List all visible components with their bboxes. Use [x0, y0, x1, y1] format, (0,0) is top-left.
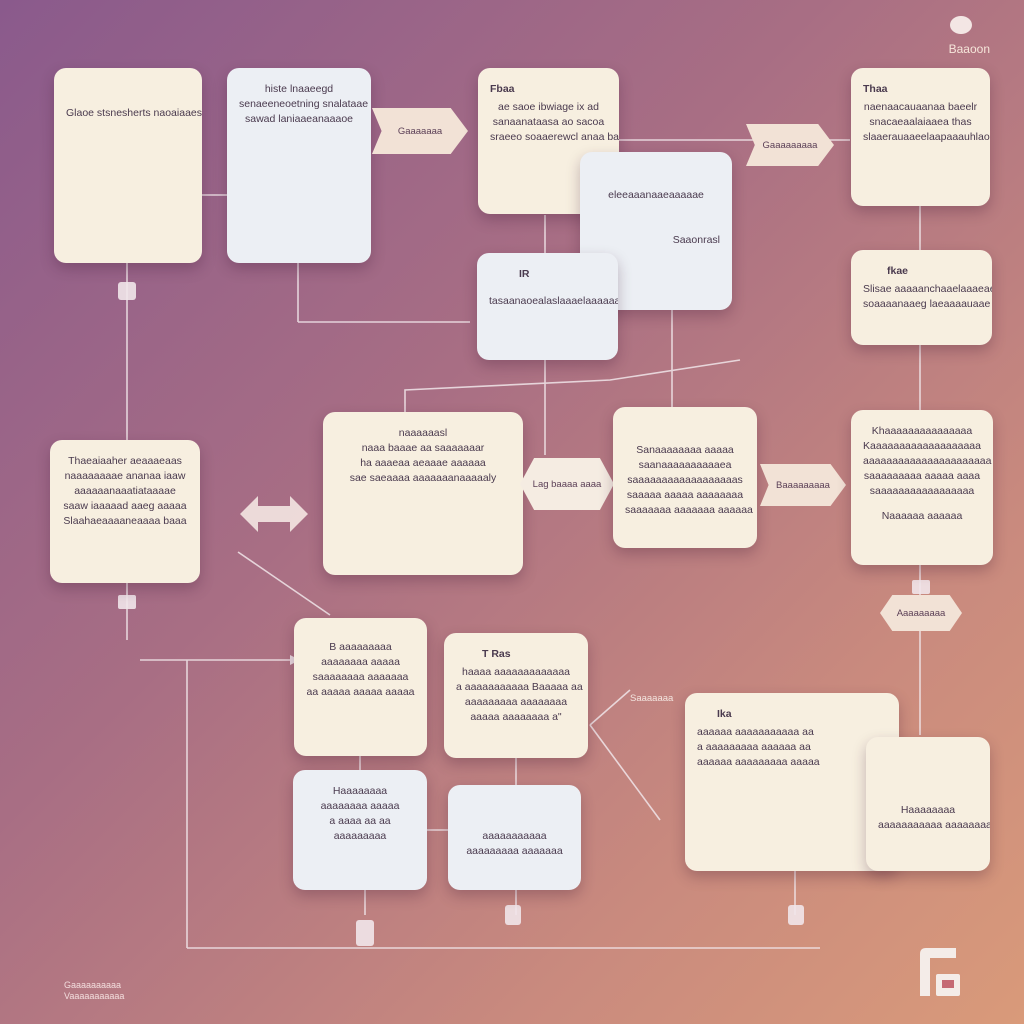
- card-text: Haaaaaaaa: [900, 804, 956, 816]
- card-text: sraeeo soaaerewcl anaa baa: [490, 131, 619, 143]
- card-text: snacaeaalaiaaea thas: [869, 116, 972, 128]
- brand-label: Baaoon: [948, 42, 990, 56]
- card-text: naaaaaaaae ananaa iaaw: [64, 470, 186, 482]
- card-text: aa aaaaa aaaaa aaaaa: [306, 686, 415, 698]
- card-text: aaaaaaaaaaa aaaaaaaaaaa: [878, 819, 990, 831]
- card-text: saaaaaaaa aaaaaaa: [312, 671, 409, 683]
- process-card[interactable]: Haaaaaaaa aaaaaaaa aaaaa a aaaa aa aa aa…: [293, 770, 427, 890]
- connector-label: Aaaaaaaaa: [880, 595, 962, 631]
- card-text: Khaaaaaaaaaaaaaaa: [871, 425, 973, 437]
- process-card[interactable]: T Ras haaaa aaaaaaaaaaaaa a aaaaaaaaaaa …: [444, 633, 588, 758]
- process-card[interactable]: Khaaaaaaaaaaaaaaa Kaaaaaaaaaaaaaaaaaaa a…: [851, 410, 993, 565]
- card-text: aaaaaaaaa aaaaaaa: [466, 845, 563, 857]
- card-text: sanaanataasa ao sacoa: [492, 116, 605, 128]
- double-arrow-icon: [240, 496, 308, 532]
- process-card[interactable]: IR tasaanaoealaslaaaelaaaaaa: [477, 253, 618, 360]
- process-card[interactable]: histe lnaaeegd senaeeneoetning snalataae…: [227, 68, 371, 263]
- card-text: aaaaaaaa aaaaa: [321, 656, 400, 668]
- flow-arrow-label: Gaaaaaaa: [372, 108, 468, 154]
- card-text: saaaaaaaaaaaaaaaaaas: [627, 474, 743, 486]
- card-text: saaw iaaaaad aaeg aaaaa: [63, 500, 187, 512]
- card-text: soaaaanaaeg laeaaaauaae: [863, 298, 991, 310]
- process-card[interactable]: fkae Slisae aaaaanchaaelaaaeae soaaaanaa…: [851, 250, 992, 345]
- process-card[interactable]: naaaaaasl naaa baaae aa saaaaaaar ha aaa…: [323, 412, 523, 575]
- card-text: haaaa aaaaaaaaaaaaa: [461, 666, 571, 678]
- card-text: Glaoe stsnesherts naoaiaaes: [66, 107, 202, 119]
- card-text: aaaaa aaaaaaaa a": [470, 711, 562, 723]
- card-text: naaa baaae aa saaaaaaar: [361, 442, 485, 454]
- card-text: saaaaa aaaaa aaaaaaaa: [626, 489, 744, 501]
- card-text: Slaahaeaaaaneaaaa baaa: [63, 515, 187, 527]
- card-text: histe lnaaeegd: [264, 83, 334, 95]
- footer-line: Gaaaaaaaaaa: [64, 980, 122, 990]
- card-title: Thaa: [863, 83, 888, 95]
- card-text: Slisae aaaaanchaaelaaaeae: [863, 283, 992, 295]
- footer-line: Vaaaaaaaaaaa: [64, 991, 125, 1001]
- card-text: Kaaaaaaaaaaaaaaaaaaa: [863, 440, 981, 452]
- card-text: Haaaaaaaa: [332, 785, 388, 797]
- card-text: tasaanaoealaslaaaelaaaaaa: [489, 295, 618, 307]
- card-text: Saaonrasl: [672, 234, 720, 246]
- card-text: ae saoe ibwiage ix ad: [498, 101, 599, 113]
- card-text: a aaaa aa aa: [329, 815, 391, 827]
- connector-label: Lag baaaa aaaa: [520, 458, 614, 510]
- process-card[interactable]: Ika aaaaaa aaaaaaaaaaa aa a aaaaaaaaa aa…: [685, 693, 899, 871]
- card-text: Naaaaaa aaaaaa: [881, 510, 963, 522]
- card-text: a aaaaaaaaaaa Baaaaa aa: [456, 681, 583, 693]
- process-card[interactable]: B aaaaaaaaa aaaaaaaa aaaaa saaaaaaaa aaa…: [294, 618, 427, 756]
- card-text: aaaaaa aaaaaaaaa aaaaa: [697, 756, 820, 768]
- card-text: ha aaaeaa aeaaae aaaaaa: [360, 457, 486, 469]
- card-text: saaaaaaa aaaaaaa aaaaaa: [625, 504, 753, 516]
- card-text: aaaaaanaaatiataaaae: [74, 485, 176, 497]
- flow-arrow-label: Baaaaaaaaa: [760, 464, 846, 506]
- process-card[interactable]: Sanaaaaaaaa aaaaa saanaaaaaaaaaaea saaaa…: [613, 407, 757, 548]
- card-text: Thaeaiaaher aeaaaeaas: [68, 455, 182, 467]
- card-text: Sanaaaaaaaa aaaaa: [636, 444, 734, 456]
- card-text: slaaerauaaeelaapaaauhlaos: [863, 131, 990, 143]
- card-text: sae saeaaaa aaaaaaanaaaaaly: [349, 472, 497, 484]
- brand-logo-icon: [950, 16, 972, 34]
- card-text: aaaaaaaa aaaaa: [320, 800, 400, 812]
- card-text: a aaaaaaaaa aaaaaa aa: [697, 741, 811, 753]
- card-text: eleeaaanaaeaaaaae: [608, 189, 704, 201]
- card-text: aaaaaaaaa aaaaaaaa: [464, 696, 568, 708]
- footer-note: Gaaaaaaaaaa Vaaaaaaaaaaa: [64, 980, 124, 1002]
- plug-icon: [920, 948, 960, 996]
- flow-arrow-label: Gaaaaaaaaa: [746, 124, 834, 166]
- card-text: aaaaaa aaaaaaaaaaa aa: [697, 726, 814, 738]
- card-title: fkae: [887, 265, 909, 277]
- card-title: T Ras: [482, 648, 511, 660]
- card-text: aaaaaaaaaaa: [482, 830, 547, 842]
- card-text: aaaaaaaaa: [333, 830, 387, 842]
- card-text: naaaaaasl: [398, 427, 448, 439]
- process-card[interactable]: Thaeaiaaher aeaaaeaas naaaaaaaae ananaa …: [50, 440, 200, 583]
- card-title: IR: [519, 268, 530, 280]
- card-text: saaaaaaaaa aaaaa aaaa: [863, 470, 981, 482]
- card-text: aaaaaaaaaaaaaaaaaaaaaa: [863, 455, 992, 467]
- card-text: saaaaaaaaaaaaaaaaa: [869, 485, 975, 497]
- card-text: sawad laniaaeanaaaoe: [244, 113, 353, 125]
- side-label: Saaaaaaa: [630, 692, 674, 704]
- card-title: Ika: [717, 708, 732, 720]
- process-card[interactable]: Thaa naenaacauaanaa baeelr snacaeaalaiaa…: [851, 68, 990, 206]
- process-card[interactable]: Haaaaaaaa aaaaaaaaaaa aaaaaaaaaaa: [866, 737, 990, 871]
- card-text: saanaaaaaaaaaaea: [638, 459, 732, 471]
- process-card[interactable]: aaaaaaaaaaa aaaaaaaaa aaaaaaa: [448, 785, 581, 890]
- card-text: naenaacauaanaa baeelr: [863, 101, 978, 113]
- card-text: senaeeneoetning snalataae: [239, 98, 369, 110]
- process-card[interactable]: Glaoe stsnesherts naoaiaaes: [54, 68, 202, 263]
- card-text: B aaaaaaaaa: [329, 641, 392, 653]
- card-title: Fbaa: [490, 83, 515, 95]
